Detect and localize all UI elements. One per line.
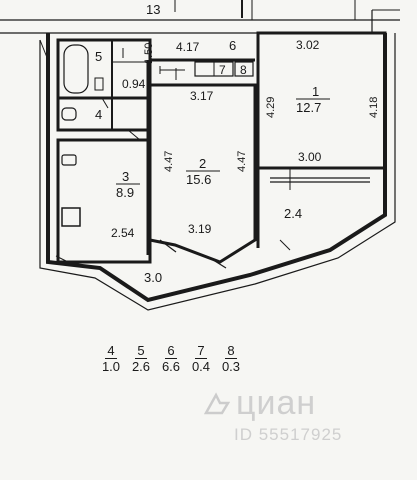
dim-2-54: 2.54 [111, 226, 135, 240]
area-legend: 4 1.0 5 2.6 6 6.6 7 0.4 8 0.3 [98, 344, 244, 374]
legend-room-area: 2.6 [131, 359, 151, 374]
dim-4-47-right: 4.47 [236, 151, 248, 172]
dim-3-0: 3.0 [144, 270, 162, 285]
legend-item: 6 6.6 [158, 344, 184, 374]
dim-top-13: 13 [146, 2, 160, 17]
dim-1-50: 1.50 [143, 43, 155, 64]
legend-room-number: 4 [105, 343, 117, 359]
watermark-brand-text: циан [236, 384, 317, 422]
room-6-label: 6 [229, 38, 236, 53]
legend-room-area: 6.6 [161, 359, 181, 374]
legend-room-area: 1.0 [101, 359, 121, 374]
room-7-label: 7 [219, 63, 226, 77]
dim-4-17: 4.17 [176, 40, 200, 54]
dim-3-17: 3.17 [190, 89, 214, 103]
legend-room-number: 5 [135, 343, 147, 359]
room-4-label: 4 [95, 107, 102, 122]
room-3-number: 3 [122, 169, 129, 184]
room-3-area: 8.9 [116, 185, 134, 200]
legend-item: 5 2.6 [128, 344, 154, 374]
dim-3-19: 3.19 [188, 222, 212, 236]
legend-room-number: 6 [165, 343, 177, 359]
legend-item: 8 0.3 [218, 344, 244, 374]
legend-room-number: 8 [225, 343, 237, 359]
dim-2-4: 2.4 [284, 206, 302, 221]
dim-4-47-left: 4.47 [163, 151, 175, 172]
room-2-area: 15.6 [186, 172, 211, 187]
room-2-number: 2 [199, 156, 206, 171]
plan-walls [0, 0, 400, 311]
dim-0-94: 0.94 [122, 77, 146, 91]
room-1-number: 1 [312, 84, 319, 99]
legend-item: 4 1.0 [98, 344, 124, 374]
dim-3-02: 3.02 [296, 38, 320, 52]
legend-item: 7 0.4 [188, 344, 214, 374]
watermark: циан ID 55517925 [204, 384, 342, 445]
dim-4-18: 4.18 [368, 97, 380, 118]
legend-room-area: 0.3 [221, 359, 241, 374]
watermark-id: ID 55517925 [234, 425, 343, 444]
legend-room-area: 0.4 [191, 359, 211, 374]
watermark-logo-icon [204, 391, 230, 414]
room-1-area: 12.7 [296, 100, 321, 115]
legend-room-number: 7 [195, 343, 207, 359]
room-5-label: 5 [95, 49, 102, 64]
dim-3-00: 3.00 [298, 150, 322, 164]
watermark-brand: циан [204, 384, 342, 423]
room-8-label: 8 [240, 63, 247, 77]
dim-4-29: 4.29 [265, 97, 277, 118]
